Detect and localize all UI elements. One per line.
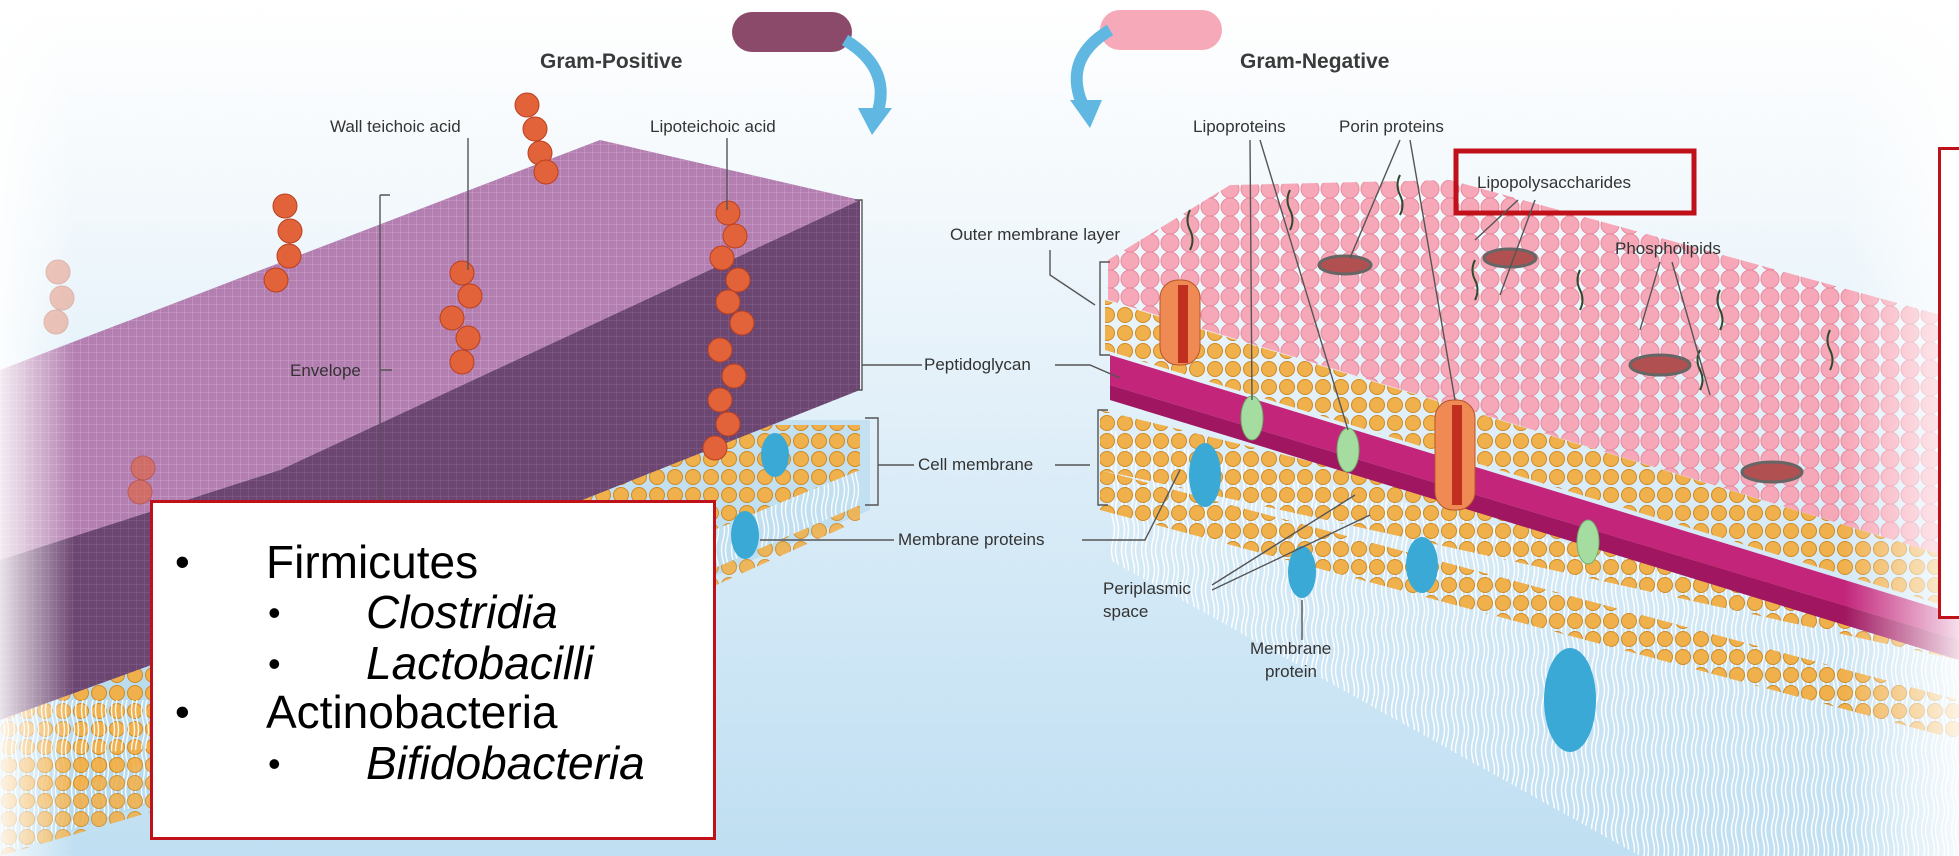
- gram-negative-header: Gram-Negative: [1240, 50, 1389, 73]
- porin-protein-icon: [1435, 400, 1475, 510]
- bacteria-name: Clostridia: [366, 589, 558, 635]
- label-envelope: Envelope: [290, 361, 361, 380]
- membrane-protein-icon: [731, 511, 759, 559]
- label-phospholipids: Phospholipids: [1615, 239, 1721, 258]
- bacteria-name: Actinobacteria: [266, 689, 558, 735]
- label-peptidoglycan: Peptidoglycan: [924, 355, 1031, 374]
- membrane-protein-icon: [1189, 443, 1221, 507]
- bullet-icon: •: [175, 691, 190, 733]
- membrane-protein-icon: [1288, 546, 1316, 598]
- bacteria-name: Bifidobacteria: [366, 740, 645, 786]
- porin-protein-icon: [1160, 280, 1200, 365]
- label-lipoteichoic-acid: Lipoteichoic acid: [650, 117, 776, 136]
- bullet-icon: •: [268, 646, 281, 682]
- label-wall-teichoic-acid: Wall teichoic acid: [330, 117, 461, 136]
- label-porin-proteins: Porin proteins: [1339, 117, 1444, 136]
- bacteria-name: Firmicutes: [266, 539, 478, 585]
- label-membrane-proteins: Membrane proteins: [898, 530, 1044, 549]
- label-cell-membrane: Cell membrane: [918, 455, 1033, 474]
- bullet-icon: •: [268, 746, 281, 782]
- bullet-icon: •: [268, 595, 281, 631]
- label-lipopolysaccharides: Lipopolysaccharides: [1477, 173, 1631, 192]
- gram-negative-cell-icon: [1100, 10, 1222, 50]
- right-callout-box: [1938, 147, 1959, 619]
- label-periplasmic-space-1: Periplasmic: [1103, 579, 1191, 598]
- label-outer-membrane-layer: Outer membrane layer: [950, 225, 1120, 244]
- label-lipoproteins: Lipoproteins: [1193, 117, 1286, 136]
- lipoprotein-icon: [1337, 428, 1359, 472]
- membrane-protein-icon: [1406, 537, 1438, 593]
- label-membrane-protein-1: Membrane: [1250, 639, 1331, 658]
- gram-positive-cell-icon: [732, 12, 852, 52]
- label-membrane-protein-2: protein: [1265, 662, 1317, 681]
- lipoprotein-icon: [1241, 396, 1263, 440]
- bacteria-name: Lactobacilli: [366, 640, 594, 686]
- gram-positive-header: Gram-Positive: [540, 50, 682, 73]
- label-periplasmic-space-2: space: [1103, 602, 1148, 621]
- lipoprotein-icon: [1577, 520, 1599, 564]
- bacteria-list-box: • Firmicutes • Clostridia • Lactobacilli • Acti…: [150, 500, 716, 840]
- membrane-protein-icon: [1544, 648, 1596, 752]
- bullet-icon: •: [175, 541, 190, 583]
- membrane-protein-icon: [761, 433, 789, 477]
